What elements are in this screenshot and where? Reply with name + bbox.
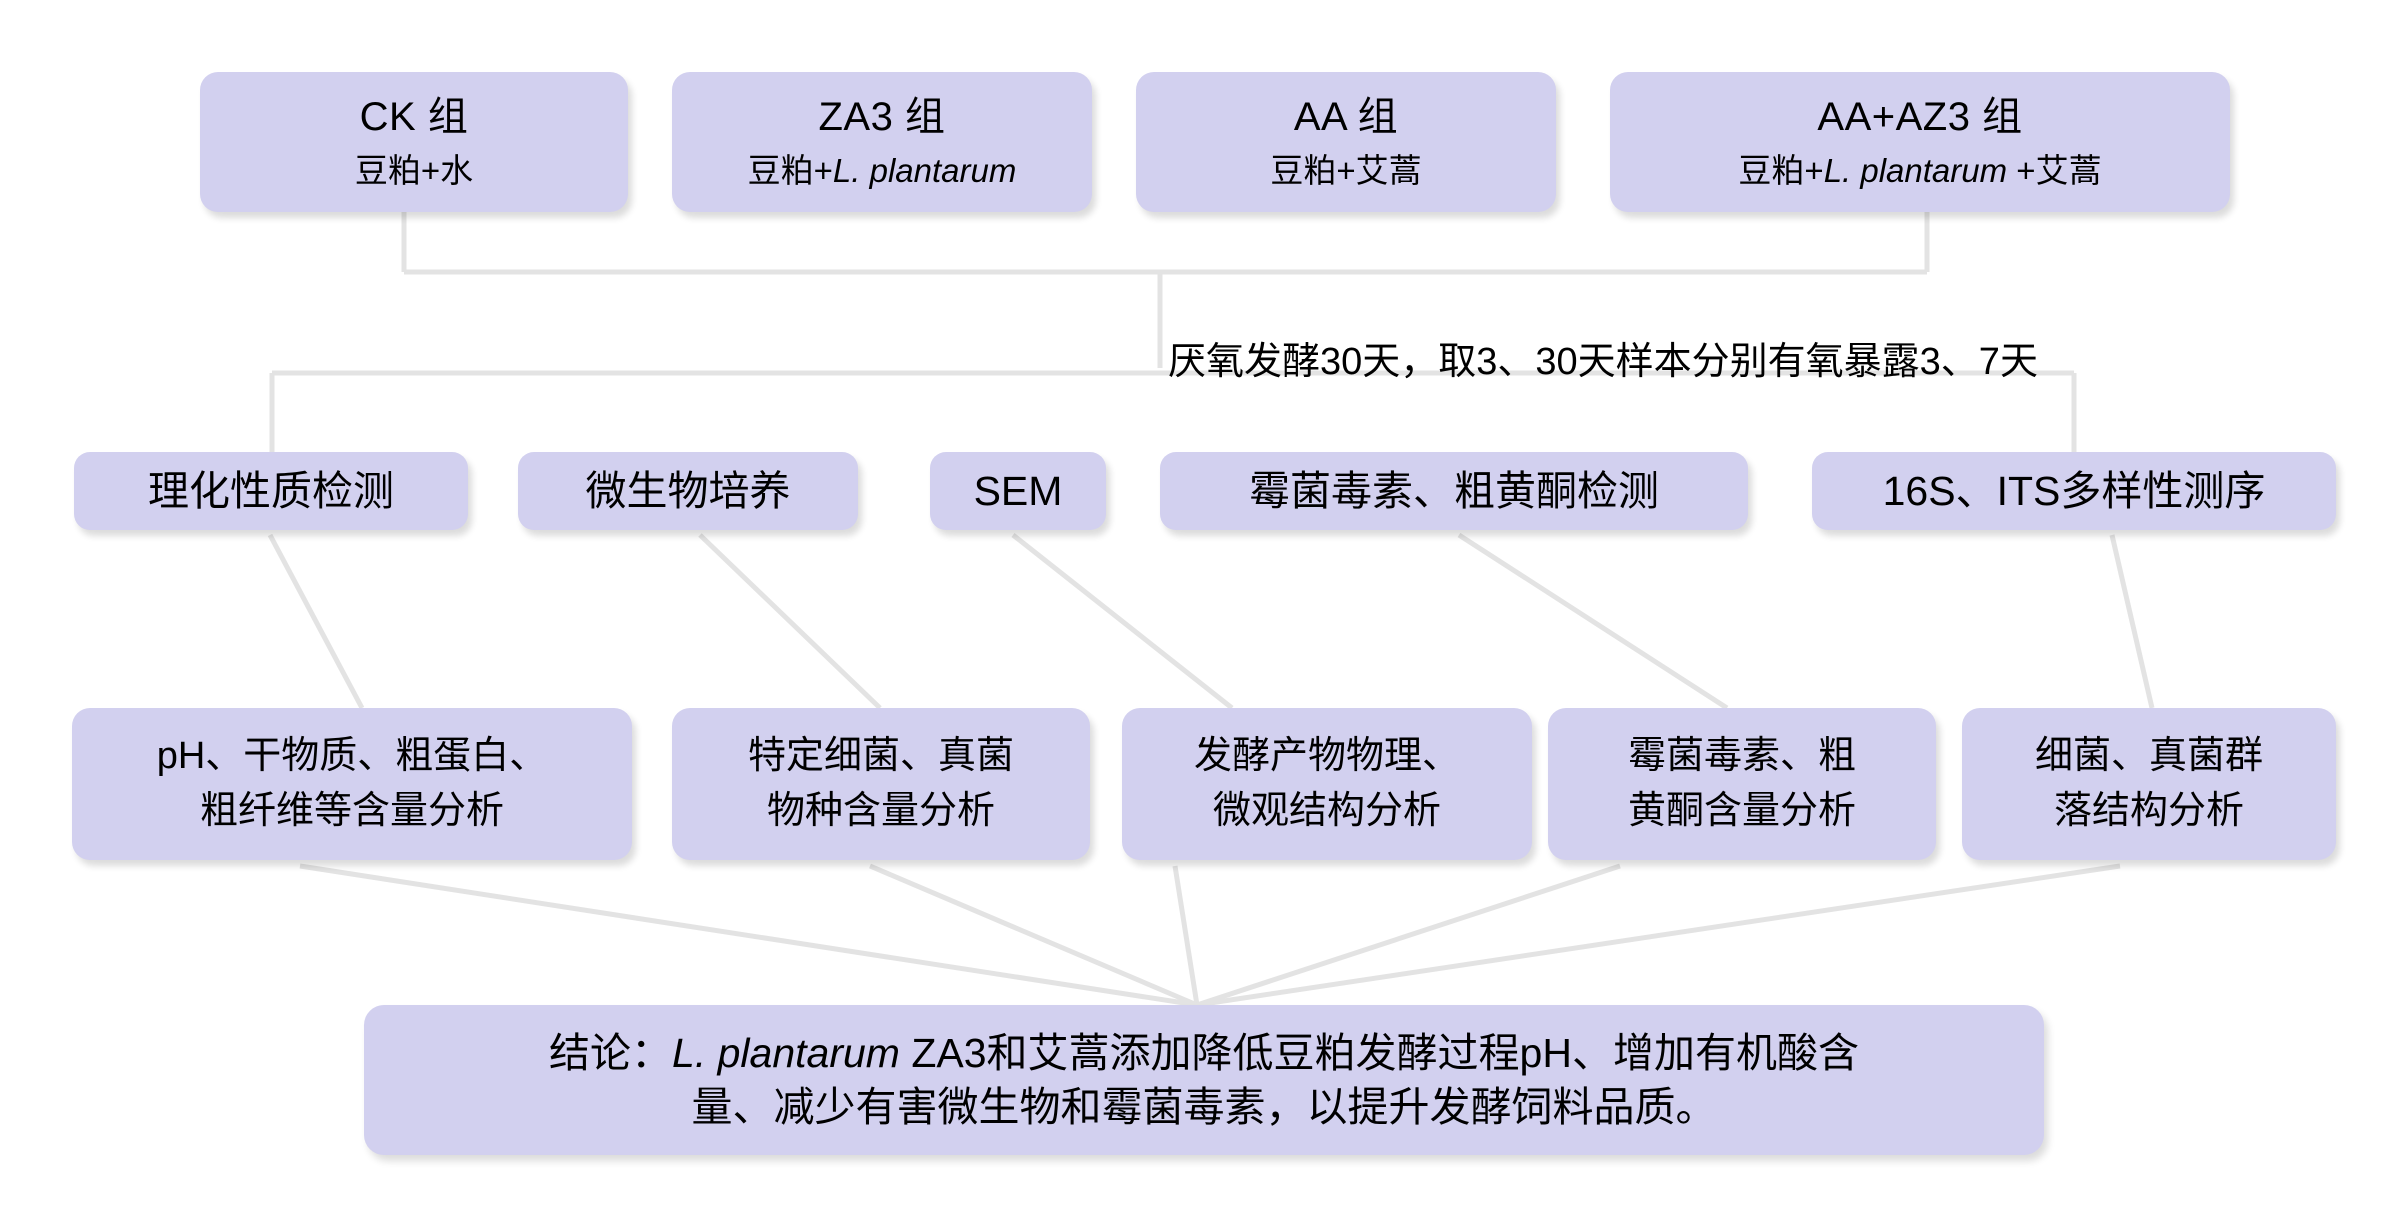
treatment-group-box-ck[interactable]: CK 组 豆粕+水 [200,72,628,212]
analysis-line-1: 霉菌毒素、粗 [1627,735,1856,778]
analysis-line-2: 黄酮含量分析 [1627,790,1856,832]
method-box-microbial-culture[interactable]: 微生物培养 [518,452,858,530]
treatment-group-box-za3[interactable]: ZA3 组 豆粕+L. plantarum [672,72,1092,212]
analysis-line-2: 微观结构分析 [1212,790,1441,832]
analysis-box-community-structure[interactable]: 细菌、真菌群 落结构分析 [1962,708,2336,860]
conclusion-line-2: 量、减少有害微生物和霉菌毒素，以提升发酵饲料品质。 [691,1084,1717,1130]
method-box-mycotoxin-flavonoid[interactable]: 霉菌毒素、粗黄酮检测 [1160,452,1748,530]
treatment-group-name: AA 组 [1293,94,1399,139]
connector-analysis2-to-conclusion [1172,865,1200,1006]
analysis-box-mycotoxin-flavonoid-content[interactable]: 霉菌毒素、粗 黄酮含量分析 [1548,708,1936,860]
method-box-physicochemical[interactable]: 理化性质检测 [74,452,468,530]
connector-method4-to-analysis4 [2109,534,2155,709]
treatment-group-name: CK 组 [359,94,469,139]
treatment-group-composition: 豆粕+艾蒿 [1270,151,1422,189]
connector-method2-to-analysis2 [1011,533,1234,710]
analysis-line-1: 特定细菌、真菌 [747,735,1014,778]
method-box-sem[interactable]: SEM [930,452,1106,530]
analysis-box-physicochemical-content[interactable]: pH、干物质、粗蛋白、 粗纤维等含量分析 [72,708,632,860]
treatment-group-composition: 豆粕+L. plantarum [747,151,1017,189]
connector-method3-to-analysis3 [1457,532,1729,711]
treatment-group-box-aa-az3[interactable]: AA+AZ3 组 豆粕+L. plantarum +艾蒿 [1610,72,2230,212]
treatment-group-composition: 豆粕+水 [354,151,474,189]
connector-analysis4-to-conclusion [1196,863,2121,1008]
analysis-line-2: 粗纤维等含量分析 [199,790,504,832]
connector-analysis3-to-conclusion [1196,863,1621,1008]
connector-method0-to-analysis0 [267,533,365,710]
connector-analysis1-to-conclusion [869,863,1198,1008]
connector-analysis0-to-conclusion [299,863,1198,1008]
conclusion-box[interactable]: 结论：L. plantarum ZA3和艾蒿添加降低豆粕发酵过程pH、增加有机酸… [364,1005,2044,1155]
method-label: 微生物培养 [585,467,791,514]
treatment-group-name: ZA3 组 [818,94,946,139]
treatment-group-box-aa[interactable]: AA 组 豆粕+艾蒿 [1136,72,1556,212]
fermentation-protocol-note: 厌氧发酵30天，取3、30天样本分别有氧暴露3、7天 [1168,341,2038,383]
analysis-box-microstructure[interactable]: 发酵产物物理、 微观结构分析 [1122,708,1532,860]
method-label: 理化性质检测 [148,467,394,514]
conclusion-line-1: 结论：L. plantarum ZA3和艾蒿添加降低豆粕发酵过程pH、增加有机酸… [549,1029,1859,1076]
analysis-line-2: 物种含量分析 [766,790,995,832]
analysis-line-2: 落结构分析 [2053,790,2244,832]
analysis-line-1: 细菌、真菌群 [2034,735,2263,778]
analysis-line-1: pH、干物质、粗蛋白、 [156,735,548,778]
treatment-group-name: AA+AZ3 组 [1817,94,2023,139]
treatment-group-composition: 豆粕+L. plantarum +艾蒿 [1738,151,2102,189]
method-label: 霉菌毒素、粗黄酮检测 [1249,467,1659,514]
connector-method1-to-analysis1 [698,533,882,710]
method-label: 16S、ITS多样性测序 [1882,467,2266,514]
analysis-box-species-content[interactable]: 特定细菌、真菌 物种含量分析 [672,708,1090,860]
method-box-16s-its-sequencing[interactable]: 16S、ITS多样性测序 [1812,452,2336,530]
method-label: SEM [973,467,1063,514]
analysis-line-1: 发酵产物物理、 [1193,735,1460,778]
